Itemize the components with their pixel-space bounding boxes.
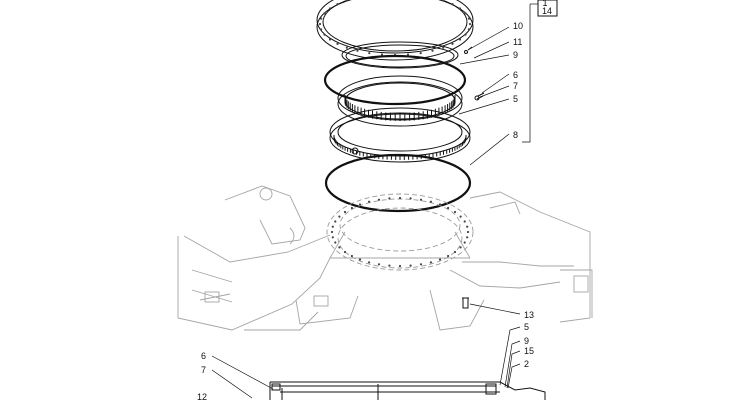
ring-bolt-hole (468, 22, 472, 26)
turntable-bolt-hole (447, 254, 450, 258)
ring-bolt-hole (328, 7, 332, 10)
top-bearing-ring (316, 0, 474, 61)
turntable-bolt-hole (409, 197, 412, 200)
turntable-bolt-hole (338, 215, 341, 218)
callout-2: 2 (524, 359, 529, 369)
turntable-bolt-hole (368, 261, 371, 264)
turntable-bolt-hole (377, 198, 381, 201)
callout-5-lower: 5 (524, 322, 529, 332)
turntable-bolt-hole (377, 263, 381, 266)
ring-bolt-hole (345, 46, 348, 49)
turntable-bolt-hole (438, 203, 442, 206)
turntable-bolt-hole (388, 197, 391, 200)
callout-7-upper: 7 (513, 81, 518, 91)
ring-bolt-hole (368, 52, 371, 55)
ring-bolt-hole (336, 3, 339, 6)
turntable-bolt-hole (447, 206, 450, 210)
turntable-bolt-hole (453, 250, 457, 254)
turntable-bolt-hole (338, 246, 341, 249)
mounting-bolt (462, 297, 469, 309)
callout-8: 8 (513, 130, 518, 140)
turntable-bolt-hole (453, 210, 457, 214)
turntable-bolt-hole (343, 250, 347, 254)
turntable-bolt-hole (368, 200, 371, 203)
ring-bolt-hole (318, 22, 322, 26)
ring-bolt-hole (380, 53, 384, 56)
callout-5-upper: 5 (513, 94, 518, 104)
turntable-bolt-hole (398, 264, 402, 268)
turntable-bolt-hole (466, 230, 470, 234)
ring-bolt-hole (451, 42, 454, 46)
turntable-bolt-holes (330, 196, 470, 268)
callout-15: 15 (524, 346, 534, 356)
ring-bolt-hole (431, 49, 434, 52)
callout-12: 12 (197, 392, 207, 400)
ring-bolt-hole (323, 33, 326, 36)
ring-bolt-hole (467, 28, 470, 31)
callout-9-upper: 9 (513, 50, 518, 60)
turntable-bolt-hole (459, 246, 462, 249)
ring-bolt-hole (336, 42, 339, 46)
turntable-bolt-hole (330, 230, 334, 234)
turntable-bolt-hole (388, 264, 391, 267)
callout-7-lower: 7 (201, 365, 206, 375)
turntable-bolt-hole (466, 236, 469, 239)
ghosted-undercarriage-frame (177, 185, 593, 331)
turntable-bolt-hole (463, 220, 466, 223)
turntable-bolt-hole (350, 206, 353, 210)
callout-labels: 1 14 10 11 9 6 7 5 8 13 5 9 15 2 6 7 12 (197, 0, 552, 402)
ring-bolt-hole (328, 38, 332, 41)
turntable-bolt-hole (419, 198, 423, 201)
turntable-bolt-hole (429, 261, 432, 264)
turntable-bolt-hole (334, 220, 337, 223)
bottom-frame-assembly (269, 381, 546, 400)
upper-snap-ring (341, 41, 459, 69)
callout-9-lower: 9 (524, 336, 529, 346)
callout-10: 10 (513, 21, 523, 31)
callout-14: 14 (542, 6, 552, 16)
ring-bolt-holes (318, 0, 472, 57)
ring-bolt-hole (356, 49, 359, 52)
ring-bolt-hole (442, 0, 445, 2)
grease-nipple (351, 147, 359, 155)
ring-bolt-hole (467, 17, 470, 20)
ring-bolt-hole (451, 3, 454, 6)
callout-6-upper: 6 (513, 70, 518, 80)
turntable-bolt-hole (331, 236, 334, 239)
turntable-bolt-hole (334, 241, 337, 244)
ring-bolt-hole (320, 17, 323, 20)
ring-bolt-hole (406, 53, 410, 56)
ring-bolt-hole (320, 28, 323, 31)
o-ring-seal-upper (323, 54, 467, 106)
ring-bolt-hole (345, 0, 348, 2)
callout-1: 1 (542, 0, 547, 8)
turntable-bolt-hole (438, 258, 442, 261)
turntable-bolt-hole (358, 203, 362, 206)
turntable-bolt-hole (459, 215, 462, 218)
turntable-bolt-hole (466, 225, 469, 228)
ring-bolt-hole (458, 7, 462, 10)
turntable-bolt-hole (331, 225, 334, 228)
callout-6-lower: 6 (201, 351, 206, 361)
leader-lines (211, 26, 521, 399)
turntable-bolt-hole (398, 196, 402, 200)
turntable-bolt-hole (409, 264, 412, 267)
callout-13: 13 (524, 310, 534, 320)
callout-11: 11 (513, 37, 522, 47)
turntable-bolt-hole (343, 210, 347, 214)
ring-bolt-hole (419, 52, 422, 55)
turntable-bolt-hole (429, 200, 432, 203)
group-bracket (522, 0, 558, 143)
ring-bolt-hole (464, 12, 467, 15)
ring-bolt-hole (464, 33, 467, 36)
o-ring-seal-lower (324, 153, 472, 213)
turntable-bolt-hole (419, 263, 423, 266)
turntable-bolt-hole (358, 258, 362, 261)
ring-bolt-hole (442, 46, 445, 49)
ring-bolt-hole (323, 12, 326, 15)
ring-bolt-hole (458, 38, 462, 41)
turntable-bolt-hole (463, 241, 466, 244)
turntable-bolt-hole (350, 254, 353, 258)
